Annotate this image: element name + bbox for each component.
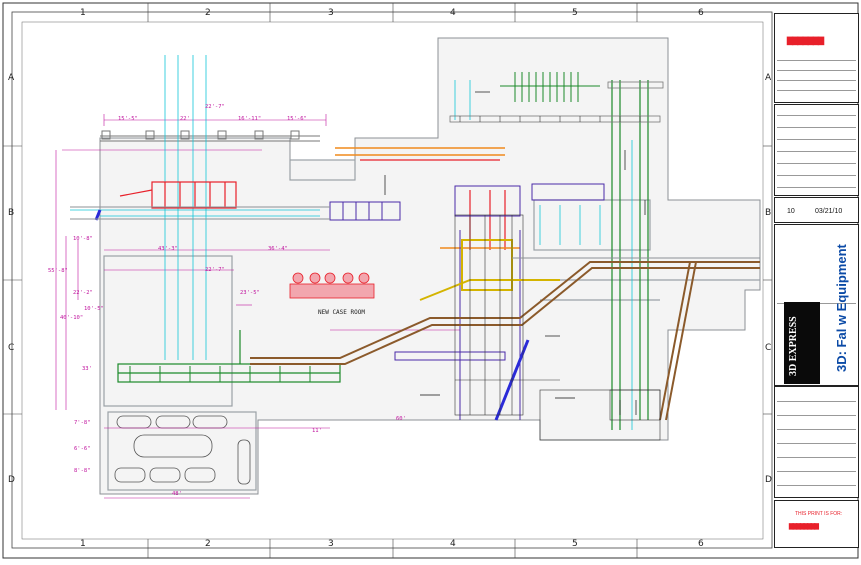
grid-row-a-right: A xyxy=(765,73,772,83)
dimension-label: 43'-3" xyxy=(158,246,178,252)
dimension-label: 10'-8" xyxy=(73,236,93,242)
dimension-label: 60' xyxy=(396,416,406,422)
dimension-label: 22'-2" xyxy=(73,290,93,296)
grid-column-2-bottom: 2 xyxy=(205,539,211,549)
revision-number: 10 xyxy=(787,208,795,215)
print-stamp: ▇▇▇▇▇▇▇▇ xyxy=(789,524,819,530)
print-stamp-box: THIS PRINT IS FOR: ▇▇▇▇▇▇▇▇ xyxy=(774,500,859,548)
grid-column-3-bottom: 3 xyxy=(328,539,334,549)
grid-row-d-right: D xyxy=(765,475,772,485)
revision-box: 10 03/21/10 xyxy=(774,197,859,223)
grid-row-b: B xyxy=(8,208,15,218)
dimension-label: 33' xyxy=(82,366,92,372)
title-block-header: ▇▇▇▇▇▇▇ xyxy=(774,13,859,103)
grid-column-5-bottom: 5 xyxy=(572,539,578,549)
dimension-label: 15'-5" xyxy=(118,116,138,122)
grid-column-4-bottom: 4 xyxy=(450,539,456,549)
dimension-label: 16'-11" xyxy=(238,116,262,122)
grid-column-1: 1 xyxy=(80,8,86,18)
revision-date: 03/21/10 xyxy=(815,208,843,215)
drawing-title: 3D: Fal w Equipment xyxy=(834,244,849,372)
dimension-label: 48' xyxy=(172,491,182,497)
grid-row-c: C xyxy=(8,343,15,353)
grid-row-a: A xyxy=(8,73,15,83)
grid-column-3: 3 xyxy=(328,8,334,18)
dimension-label: 8'-8" xyxy=(74,468,91,474)
grid-column-6: 6 xyxy=(698,8,704,18)
company-stamp: ▇▇▇▇▇▇▇ xyxy=(787,36,824,45)
grid-column-5: 5 xyxy=(572,8,578,18)
dimension-label: 7'-8" xyxy=(74,420,91,426)
dimension-label: 23'-5" xyxy=(240,290,260,296)
dimension-label: 6'-6" xyxy=(74,446,91,452)
area-label: NEW CASE ROOM xyxy=(318,309,365,316)
dimension-label: 55'-8" xyxy=(48,268,68,274)
grid-row-d: D xyxy=(8,475,15,485)
dimension-label: 15'-6" xyxy=(287,116,307,122)
dimension-label: 11' xyxy=(312,428,322,434)
grid-row-b-right: B xyxy=(765,208,772,218)
dimension-label: 40'-10" xyxy=(60,315,84,321)
dimension-label: 22'-7" xyxy=(205,267,225,273)
dimension-label: 22'-7" xyxy=(205,104,225,110)
company-logo: 3D EXPRESS xyxy=(784,302,820,384)
dimension-label: 22' xyxy=(180,116,190,122)
grid-column-2: 2 xyxy=(205,8,211,18)
title-block-notes xyxy=(774,386,859,498)
grid-column-6-bottom: 6 xyxy=(698,539,704,549)
grid-row-c-right: C xyxy=(765,343,772,353)
grid-column-4: 4 xyxy=(450,8,456,18)
print-notice: THIS PRINT IS FOR: xyxy=(795,511,843,517)
grid-column-1-bottom: 1 xyxy=(80,539,86,549)
title-block-info xyxy=(774,104,859,196)
logo-text: 3D EXPRESS xyxy=(788,316,799,376)
dimension-label: 36'-4" xyxy=(268,246,288,252)
dimension-label: 10'-5" xyxy=(84,306,104,312)
